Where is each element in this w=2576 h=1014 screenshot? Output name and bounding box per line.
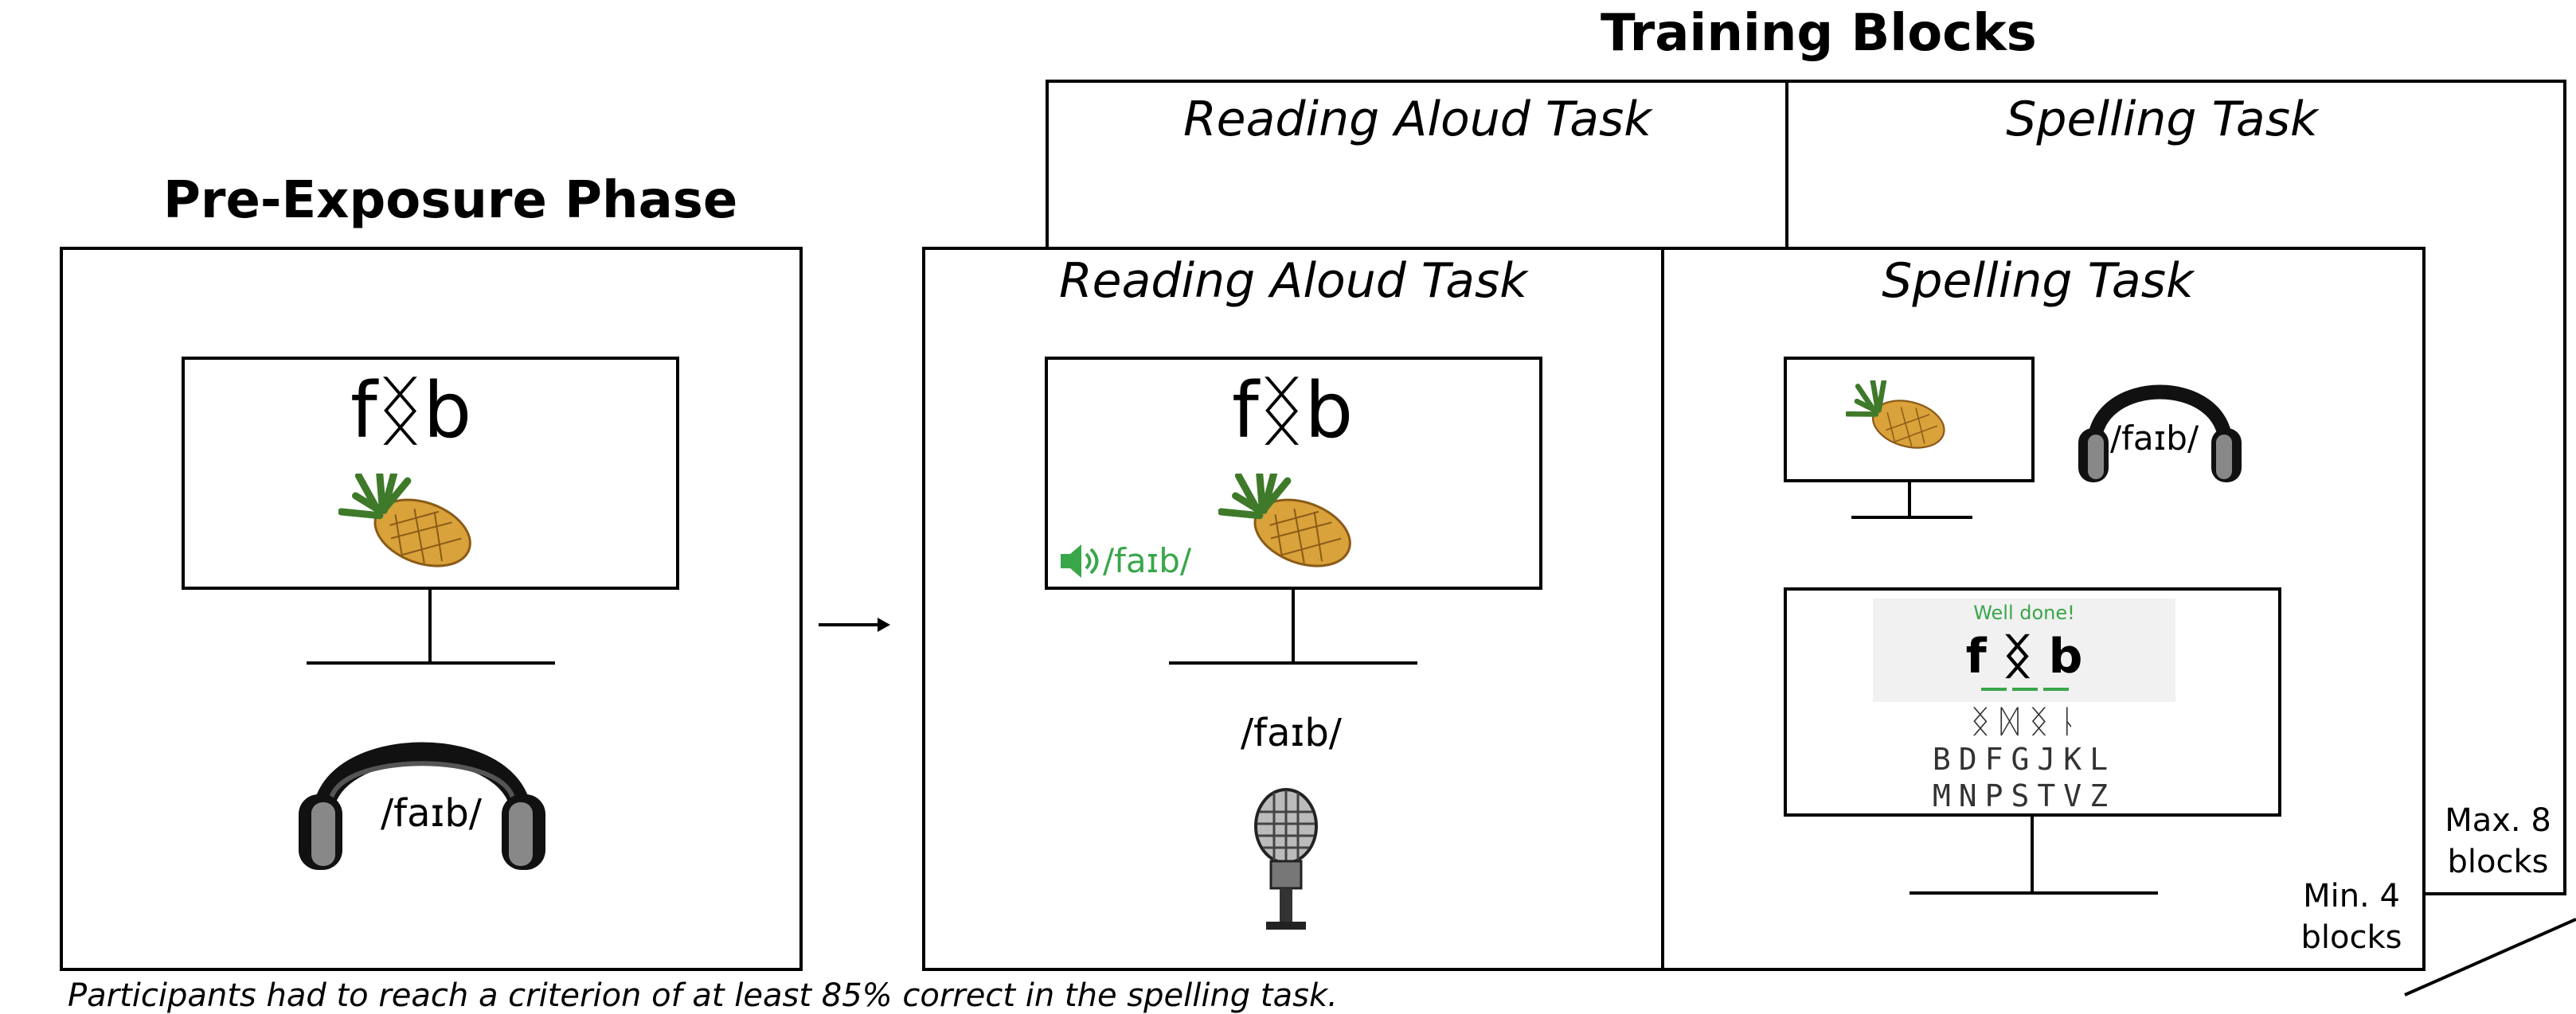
spelling-pronunciation: /faɪb/ [2110, 419, 2199, 458]
back-spelling-label: Spelling Task [2006, 92, 2318, 147]
letter-key-row-1[interactable]: BDFGJKL [1932, 742, 2117, 777]
speaker-icon [1061, 544, 1099, 578]
training-blocks-title: Training Blocks [1601, 4, 2037, 63]
front-panel-divider [1661, 247, 1664, 971]
spelling-pineapple-icon [1846, 380, 1945, 449]
reading-monitor-stand [1292, 590, 1295, 663]
front-spelling-label: Spelling Task [1882, 253, 2194, 309]
symbol-key-row[interactable]: ᛝ ᛞ ᛝ ᚿ [1970, 704, 2078, 740]
letter-key-row-2[interactable]: MNPSTVZ [1932, 778, 2117, 813]
pre-pseudoword: fᛝb [350, 366, 472, 455]
pre-monitor-base [307, 661, 555, 665]
feedback-underline-1 [1981, 688, 2007, 691]
reading-pineapple-icon [1218, 474, 1351, 567]
stack-diagonal-line [2404, 918, 2576, 996]
spelling-feedback-stand [2031, 817, 2034, 893]
spelling-headphones-icon [2078, 384, 2242, 482]
back-reading-aloud-label: Reading Aloud Task [1182, 92, 1652, 147]
front-reading-aloud-label: Reading Aloud Task [1058, 253, 1528, 309]
pre-pineapple-icon [338, 474, 471, 567]
criterion-caption: Participants had to reach a criterion of… [68, 977, 1338, 1014]
pre-pronunciation: /faɪb/ [381, 791, 482, 836]
back-panel-divider [1785, 80, 1788, 247]
phase-arrow-icon [819, 618, 890, 632]
pre-exposure-title: Pre-Exposure Phase [163, 171, 738, 230]
feedback-underline-3 [2043, 688, 2069, 691]
reading-pseudoword: fᛝb [1232, 366, 1354, 455]
feedback-underline-2 [2012, 688, 2038, 691]
feedback-area [1873, 599, 2175, 702]
spelling-picture-stand [1908, 482, 1911, 519]
spelling-picture-base [1851, 516, 1972, 519]
pre-headphones-icon [299, 742, 545, 870]
well-done-message: Well done! [1973, 602, 2075, 624]
feedback-pseudoword: f ᛝ b [1965, 629, 2083, 684]
reading-audio-pronunciation: /faɪb/ [1103, 541, 1192, 580]
pre-monitor-stand [428, 590, 432, 663]
reading-pronunciation: /faɪb/ [1241, 711, 1342, 755]
microphone-icon [1254, 788, 1318, 930]
reading-monitor-base [1169, 661, 1417, 665]
spelling-feedback-base [1910, 891, 2158, 895]
